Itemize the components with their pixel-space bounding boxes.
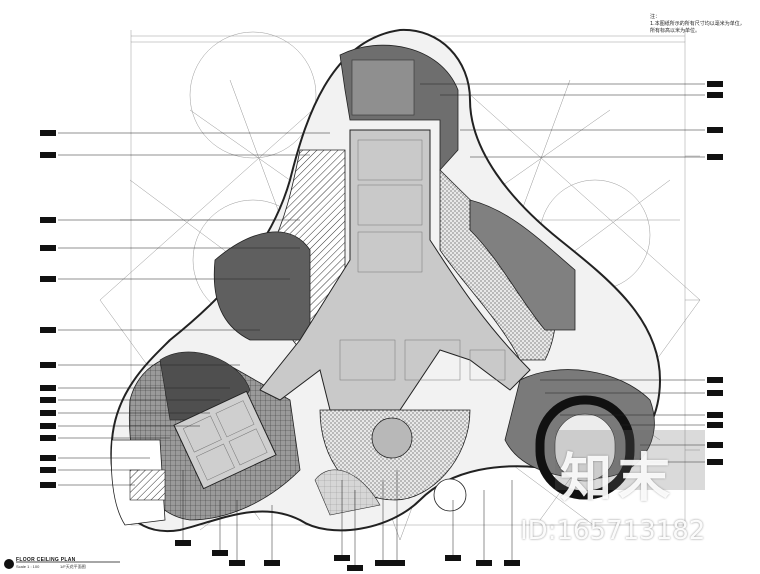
note-line: 1.本图纸所示的所有尺寸均以毫米为单位， xyxy=(650,21,745,27)
watermark-backdrop xyxy=(555,430,705,490)
drawing-scale: Scale 1 : 100 xyxy=(16,564,40,569)
callout-tags-left xyxy=(40,130,56,488)
callout-tags-bottom xyxy=(175,540,520,571)
left-edge-stair xyxy=(129,469,166,501)
plaza-tile-arc xyxy=(314,469,381,516)
watermark-logo: 知末 xyxy=(560,449,677,509)
left-wing-dark xyxy=(213,231,311,341)
left-rotated-room xyxy=(173,390,277,490)
oval-track-inner xyxy=(554,413,616,482)
atrium-room-grid xyxy=(339,139,506,381)
note-line: 所有标高以米为单位。 xyxy=(650,28,701,34)
oval-track xyxy=(535,395,635,500)
drawing-subtitle: 1/F天花平面图 xyxy=(60,564,86,569)
note-line: 注： xyxy=(650,14,661,20)
drawing-title: FLOOR CEILING PLAN xyxy=(16,557,76,563)
callout-lines-left xyxy=(58,132,330,486)
plaza-round-feature xyxy=(371,417,413,459)
central-atrium xyxy=(259,129,531,411)
plaza-round-room xyxy=(433,478,467,512)
callout-lines-right xyxy=(420,83,705,463)
drawing-notes: 注： 1.本图纸所示的所有尺寸均以毫米为单位， 所有标高以米为单位。 xyxy=(650,14,745,35)
top-lobe-gray-room xyxy=(351,59,415,116)
right-wing-dark xyxy=(469,199,576,331)
callout-tags-right xyxy=(707,81,723,465)
callout-lines-bottom xyxy=(182,470,513,565)
drawing-title-marker xyxy=(4,559,120,569)
watermark-id: ID:165713182 xyxy=(520,516,706,546)
